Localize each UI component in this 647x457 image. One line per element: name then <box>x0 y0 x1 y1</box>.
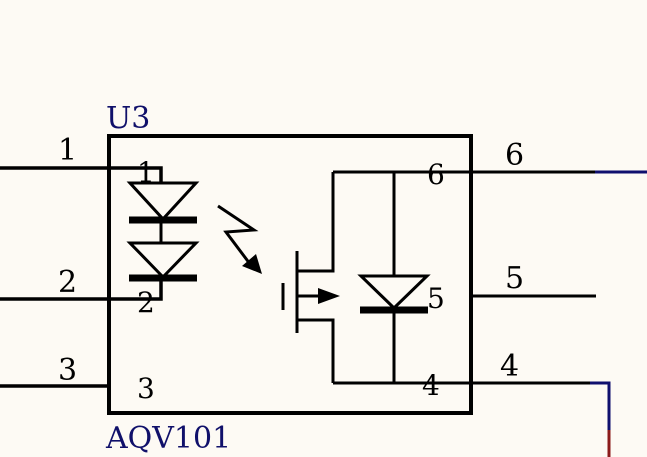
pin-5-number: 5 <box>505 261 524 296</box>
led-diode-symbol <box>126 181 200 282</box>
pin-2[interactable] <box>0 280 163 301</box>
pin-3-inner-label: 3 <box>137 372 155 405</box>
body-diode-symbol <box>357 274 431 314</box>
net-wire-pin4 <box>590 381 611 430</box>
pin-3-number: 3 <box>58 353 77 388</box>
part-number-label: AQV101 <box>105 421 231 456</box>
pin-2-inner-label: 2 <box>137 286 155 319</box>
pin-4-number: 4 <box>500 349 519 384</box>
pin-1-number: 1 <box>58 133 77 168</box>
pin-6-number: 6 <box>505 138 524 173</box>
pin-4-inner-label: 4 <box>422 369 440 402</box>
pin-6-inner-label: 6 <box>427 158 445 191</box>
light-arrow-icon <box>217 204 262 274</box>
mosfet-symbol <box>281 172 335 383</box>
pin-2-number: 2 <box>58 265 77 300</box>
pin-1-inner-label: 1 <box>137 156 155 189</box>
output-wiring <box>333 170 595 385</box>
pin-5-inner-label: 5 <box>427 282 445 315</box>
designator-label: U3 <box>106 101 150 136</box>
mosfet-arrow-icon <box>318 288 340 304</box>
component-body[interactable] <box>107 134 473 415</box>
pin-1[interactable] <box>0 166 163 183</box>
